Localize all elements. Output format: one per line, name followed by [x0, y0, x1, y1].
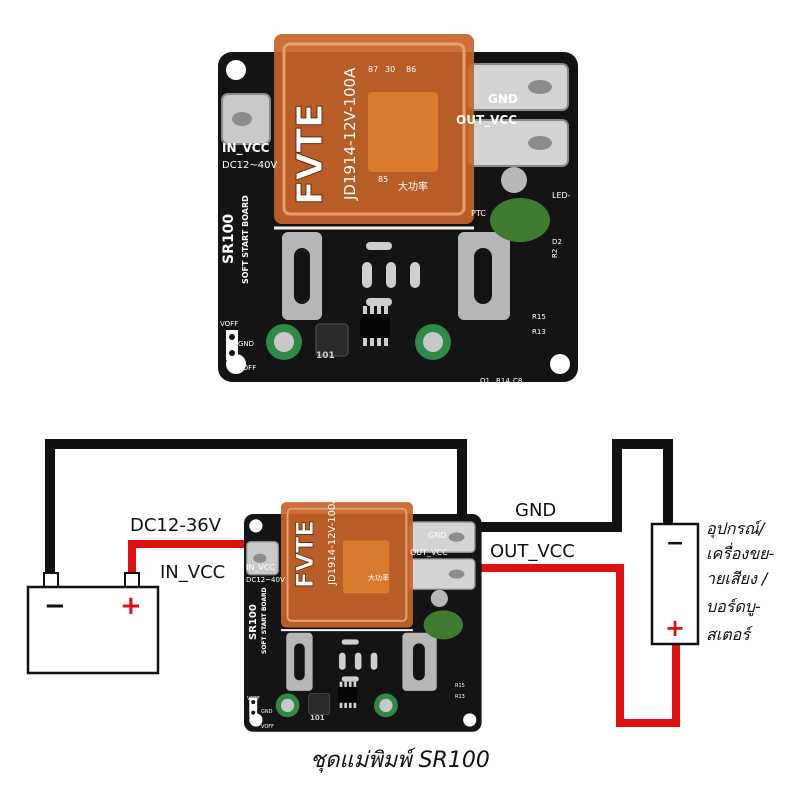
voff-gnd-small: GND [261, 709, 273, 715]
positive-wire-out [462, 564, 680, 727]
voff-gnd: GND [238, 340, 254, 348]
supply-voltage-label: DC12-36V [130, 515, 222, 536]
relay-pin-87: 87 [368, 65, 378, 74]
load-minus-sign: − [666, 531, 684, 556]
voff-bottom: VOFF [238, 364, 256, 372]
relay-brand-small: FVTE [291, 520, 319, 588]
out-vcc-label: OUT_VCC [490, 541, 575, 562]
ptc-label: PTC [471, 209, 486, 218]
component-q1: Q1 [480, 377, 490, 385]
relay-pin-30: 30 [385, 65, 395, 74]
board-label-out-vcc: OUT_VCC [410, 548, 448, 557]
component-d2: D2 [552, 238, 562, 246]
battery-terminal-minus [43, 572, 59, 588]
component-r15-small: R15 [455, 683, 465, 689]
load-label-line-3: ายเสียง / [706, 569, 769, 588]
led-label: LED- [552, 191, 571, 200]
battery-plus-sign: + [120, 591, 142, 621]
board-label-in-range: DC12~40V [246, 576, 285, 584]
load-label-line-5: สเตอร์ [706, 625, 753, 644]
voff-bottom-small: VOFF [261, 724, 274, 730]
board-label-gnd: GND [428, 531, 446, 540]
board-name: SR100 [221, 214, 237, 264]
component-r14: R14 [496, 377, 510, 385]
board-subtitle-small: SOFT START BOARD [261, 587, 268, 654]
load-body [650, 522, 700, 646]
battery-body [26, 585, 160, 675]
load-label-line-4: บอร์ดบู- [706, 597, 761, 617]
load-label-line-2: เครื่องขย- [706, 542, 775, 563]
terminal-label-gnd: GND [488, 92, 518, 106]
terminal-label-in-vcc: IN_VCC [222, 141, 270, 156]
wires [45, 439, 680, 727]
relay-pin-86: 86 [406, 65, 416, 74]
relay-model: JD1914-12V-100A [341, 67, 359, 201]
relay-maker: 大功率 [398, 180, 428, 193]
in-vcc-label: IN_VCC [160, 562, 225, 583]
gnd-label: GND [515, 500, 556, 521]
board-name-small: SR100 [248, 604, 259, 640]
inductor-marking: 101 [316, 351, 335, 361]
component-r13-small: R13 [455, 694, 465, 700]
positive-wire-in [128, 540, 262, 575]
load-device: − + [650, 522, 700, 646]
load-plus-sign: + [665, 614, 685, 642]
battery-minus-sign: − [44, 591, 66, 621]
component-r2: R2 [551, 249, 559, 258]
battery: − + [26, 572, 160, 675]
board-label-in-vcc: IN_VCC [246, 563, 275, 572]
ground-wire [45, 439, 673, 575]
board-photo-top: FVTE JD1914-12V-100A 大功率 87 30 86 85 GND… [216, 32, 580, 385]
load-label-line-1: อุปกรณ์/ [706, 519, 766, 539]
voff-top: VOFF [220, 320, 238, 328]
board-subtitle: SOFT START BOARD [241, 195, 250, 284]
terminal-label-out-vcc: OUT_VCC [456, 113, 517, 128]
input-range-label: DC12~40V [222, 160, 278, 171]
relay-maker-small: 大功率 [368, 573, 389, 582]
component-r15: R15 [532, 313, 546, 321]
board-photo-bottom: FVTE JD1914-12V-100A 大功率 IN_VCC DC12~40V… [243, 497, 483, 733]
relay-pin-85: 85 [378, 175, 388, 184]
inductor-marking-small: 101 [310, 714, 325, 722]
component-r13: R13 [532, 328, 546, 336]
component-c8: C8 [513, 377, 522, 385]
relay-model-small: JD1914-12V-100A [327, 497, 338, 586]
battery-terminal-plus [124, 572, 140, 588]
voff-top-small: VOFF [247, 696, 260, 702]
relay-brand: FVTE [290, 103, 331, 205]
caption: ชุดแม่พิมพ์ SR100 [310, 748, 490, 773]
